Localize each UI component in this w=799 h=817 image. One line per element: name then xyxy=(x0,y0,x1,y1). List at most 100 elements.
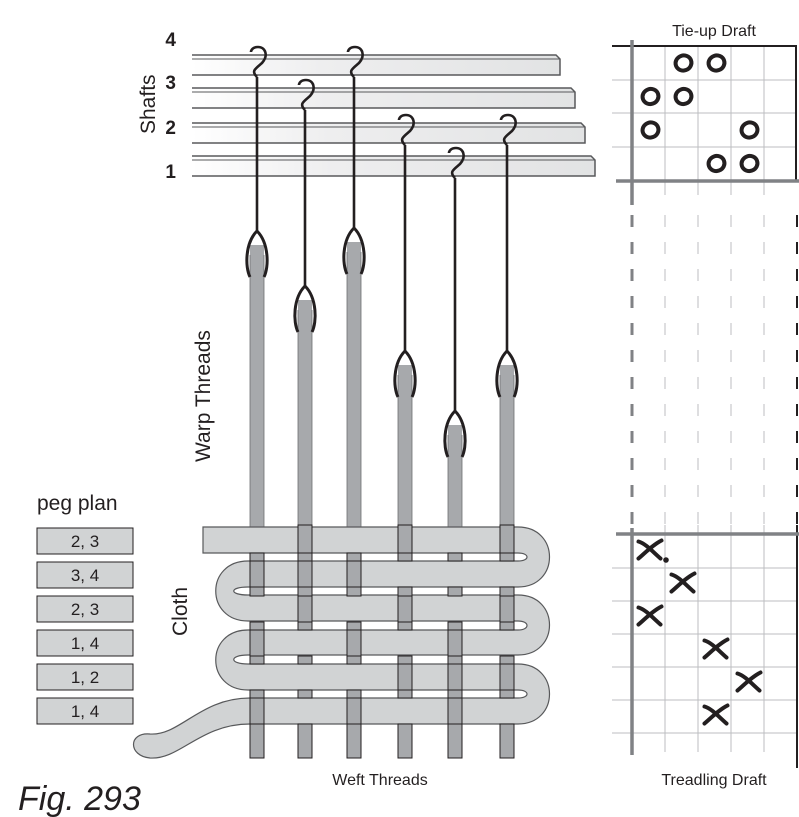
warp-5 xyxy=(443,146,467,540)
cloth-label: Cloth xyxy=(169,587,192,636)
warp-segment xyxy=(499,655,515,665)
warp-over-weft xyxy=(397,593,413,625)
treadling-x-mark xyxy=(735,670,763,693)
tie-up-o-mark xyxy=(739,120,760,140)
warp-over-weft xyxy=(499,661,515,693)
warp-segment xyxy=(397,689,413,699)
warp-thread xyxy=(448,425,462,530)
warp-segment xyxy=(447,621,463,631)
peg-plan-value: 1, 4 xyxy=(71,634,99,653)
warp-segment xyxy=(499,621,515,631)
warp-segment xyxy=(346,586,362,597)
warp-over-weft xyxy=(447,695,463,727)
warp-segment xyxy=(249,723,265,759)
tie-up-draft-label: Tie-up Draft xyxy=(672,23,756,40)
warp-segment xyxy=(346,552,362,562)
shaft-number-1: 1 xyxy=(165,162,176,183)
peg-plan-row: 1, 4 xyxy=(36,697,134,725)
warp-over-weft xyxy=(397,524,413,556)
peg-plan-value: 2, 3 xyxy=(71,600,99,619)
peg-plan-box xyxy=(36,527,134,555)
warp-3 xyxy=(342,45,366,540)
peg-plan-label: peg plan xyxy=(37,492,118,515)
warp-over-weft xyxy=(249,627,265,659)
shaft-4 xyxy=(192,54,561,76)
warp-threads-label: Warp Threads xyxy=(192,330,215,462)
tie-up-o-mark xyxy=(640,86,661,107)
shaft-number-3: 3 xyxy=(165,73,176,94)
warp-over-weft xyxy=(249,558,265,590)
treadling-x-mark xyxy=(636,538,664,561)
shaft-hook-icon xyxy=(447,146,465,179)
warp-over-weft xyxy=(249,695,265,727)
shaft-hook-icon xyxy=(499,113,517,146)
warp-segment xyxy=(297,586,313,597)
peg-plan-value: 3, 4 xyxy=(71,566,99,585)
warp-segment xyxy=(499,586,515,597)
warp-segment xyxy=(249,655,265,665)
shaft-hook-icon xyxy=(397,113,415,146)
warp-2 xyxy=(293,78,317,540)
warp-segment xyxy=(297,689,313,699)
warp-segment xyxy=(297,655,313,665)
figure-caption: Fig. 293 xyxy=(18,780,141,817)
warp-thread xyxy=(250,245,264,530)
warp-over-weft xyxy=(346,558,362,590)
warp-segment xyxy=(397,621,413,631)
peg-plan-value: 1, 4 xyxy=(71,702,99,721)
shaft-2 xyxy=(192,122,586,144)
warp-over-weft xyxy=(297,524,313,556)
warp-segment xyxy=(397,655,413,665)
peg-plan-value: 1, 2 xyxy=(71,668,99,687)
warp-segment xyxy=(297,552,313,562)
peg-plan-box xyxy=(36,561,134,589)
peg-plan-row: 2, 3 xyxy=(36,595,134,623)
shaft-bar xyxy=(192,155,596,177)
warp-segment xyxy=(346,655,362,665)
shafts-label: Shafts xyxy=(137,74,160,134)
cloth-weave xyxy=(133,524,551,759)
warp-segment xyxy=(249,621,265,631)
warp-segment xyxy=(499,723,515,759)
warp-segment xyxy=(447,655,463,665)
warp-4 xyxy=(393,113,417,540)
peg-plan-row: 1, 4 xyxy=(36,629,134,657)
warp-segment xyxy=(397,586,413,597)
peg-plan-row: 1, 2 xyxy=(36,663,134,691)
warp-1 xyxy=(245,45,269,540)
warp-thread xyxy=(298,300,312,530)
warp-thread xyxy=(347,242,361,530)
warp-over-weft xyxy=(447,661,463,693)
shaft-hook-icon xyxy=(346,45,364,78)
peg-plan-row: 2, 3 xyxy=(36,527,134,555)
shaft-1 xyxy=(192,155,596,177)
warp-over-weft xyxy=(297,558,313,590)
warp-over-weft xyxy=(499,593,515,625)
weft-threads-label: Weft Threads xyxy=(332,772,427,789)
treadling-x-mark xyxy=(702,703,730,726)
heddle-eye-icon xyxy=(245,229,269,278)
warp-segment xyxy=(397,552,413,562)
warp-segment xyxy=(447,723,463,759)
shaft-3 xyxy=(192,87,576,109)
shaft-hook-icon xyxy=(297,78,315,111)
warp-over-weft xyxy=(397,661,413,693)
warp-over-weft xyxy=(346,695,362,727)
treadling-draft-label: Treadling Draft xyxy=(661,772,767,789)
peg-plan-box xyxy=(36,629,134,657)
warp-6 xyxy=(495,113,519,540)
tie-up-o-mark xyxy=(673,53,694,73)
warp-segment xyxy=(447,689,463,699)
peg-plan-value: 2, 3 xyxy=(71,532,99,551)
heddle-eye-icon xyxy=(293,284,317,333)
peg-plan-box xyxy=(36,663,134,691)
warp-thread xyxy=(500,365,514,530)
peg-plan-row: 3, 4 xyxy=(36,561,134,589)
warp-segment xyxy=(346,723,362,759)
warp-segment xyxy=(297,621,313,631)
shaft-bar xyxy=(192,54,561,76)
warp-over-weft xyxy=(297,593,313,625)
warp-segment xyxy=(397,723,413,759)
heddle-eye-icon xyxy=(495,349,519,398)
